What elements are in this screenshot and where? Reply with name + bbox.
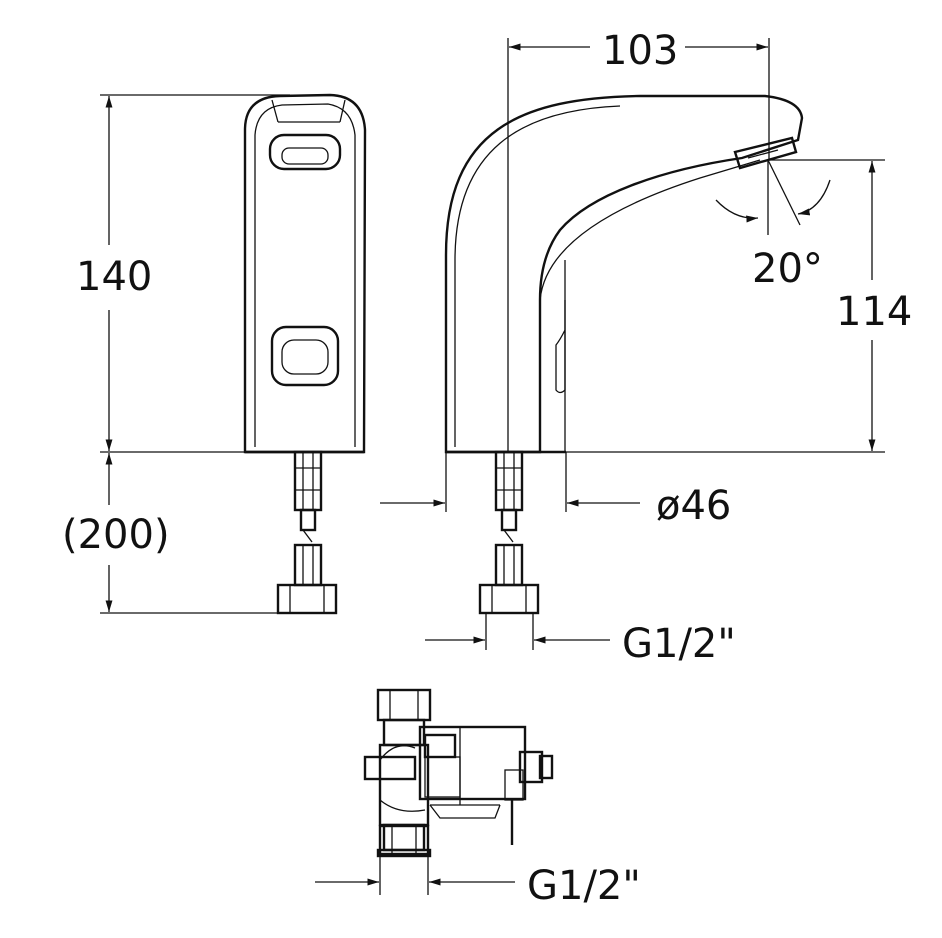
side-supply-hose (478, 450, 540, 615)
dim-label-20deg: 20° (752, 246, 823, 292)
front-sensor (270, 325, 340, 387)
dim-label-140: 140 (76, 254, 152, 300)
side-body-outline (444, 94, 804, 454)
front-supply-hose (276, 450, 338, 615)
dim-body-diameter (380, 452, 640, 512)
side-view (444, 94, 804, 615)
dim-supply-length (100, 453, 278, 614)
dim-width-reach (507, 38, 770, 452)
solenoid-valve (363, 688, 554, 858)
dim-label-g12-top: G1/2" (622, 621, 736, 667)
dim-label-g12-bottom: G1/2" (527, 863, 641, 909)
front-body-outline (243, 93, 367, 454)
dim-thread-bottom (315, 854, 515, 895)
dim-tilt-angle (715, 159, 831, 235)
dim-thread-top (425, 613, 610, 650)
front-outlet (268, 133, 342, 171)
side-outlet-nozzle (733, 136, 798, 170)
dim-label-103: 103 (602, 28, 678, 74)
dim-label-114: 114 (836, 289, 912, 335)
dim-label-46: ø46 (656, 483, 731, 529)
dim-label-200: (200) (62, 512, 170, 558)
dim-spout-height (566, 159, 885, 453)
front-view (243, 93, 367, 615)
dim-height-total (100, 94, 290, 453)
